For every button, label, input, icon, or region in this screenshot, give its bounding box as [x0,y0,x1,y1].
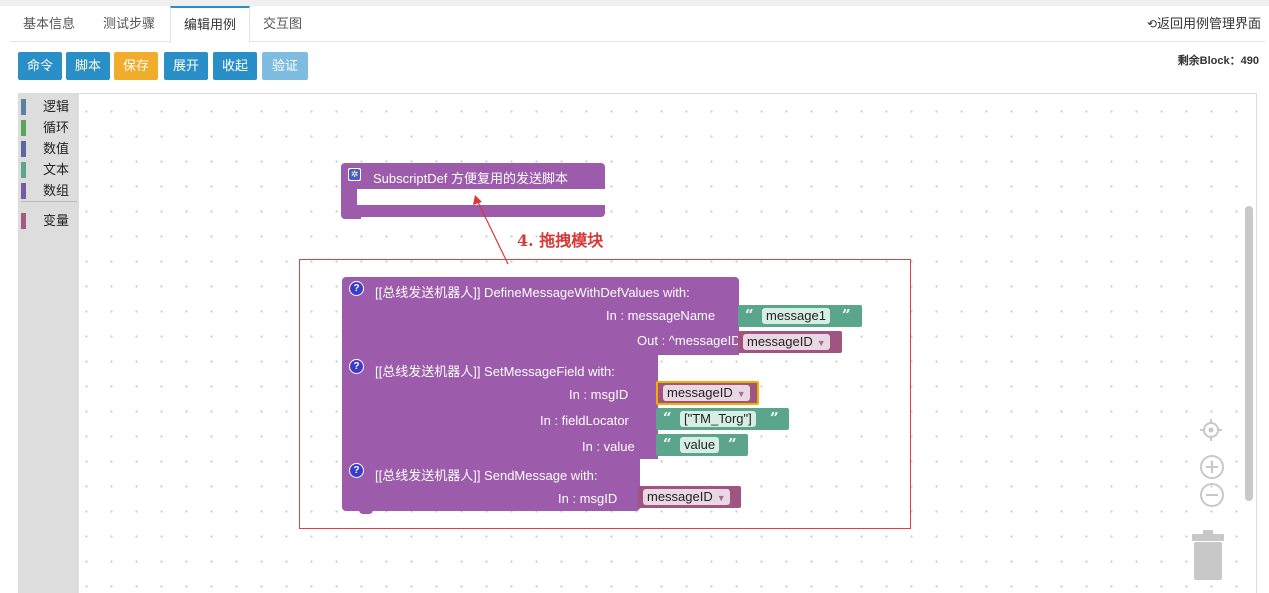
top-strip [0,0,1269,6]
string-input-block[interactable]: “ message1 ” [738,305,862,327]
zoom-in-icon[interactable] [1199,454,1225,480]
open-quote: “ [745,306,754,324]
close-quote: ” [842,306,851,324]
variable-dropdown[interactable]: messageID▼ [743,334,830,350]
tab-bar: 基本信息 测试步骤 编辑用例 交互图 [10,6,1265,43]
param-label: In : value [582,439,635,454]
category-loops[interactable]: 循环 [19,118,79,138]
variable-block-selected[interactable]: messageID▼ [656,381,759,405]
string-value[interactable]: message1 [762,308,830,324]
category-label: 文本 [43,162,70,177]
chevron-down-icon: ▼ [816,338,826,348]
subscript-slot-notch [357,190,369,204]
param-label: In : msgID [569,387,629,402]
define-message-block[interactable]: ? [[总线发送机器人]] DefineMessageWithDefValues… [342,277,741,355]
toolbox-separator [21,201,77,202]
collapse-button[interactable]: 收起 [213,52,257,80]
back-icon: ⟲ [1146,17,1157,31]
send-message-block[interactable]: ? [[总线发送机器人]] SendMessage with: In : msg… [342,459,640,511]
help-icon[interactable]: ? [349,463,364,478]
expand-button[interactable]: 展开 [164,52,208,80]
block-title: [[总线发送机器人]] DefineMessageWithDefValues w… [375,285,690,300]
block-next-tab [359,509,373,514]
category-math[interactable]: 数值 [19,139,79,159]
tab-interaction-diagram[interactable]: 交互图 [263,16,303,31]
variable-dropdown[interactable]: messageID▼ [663,385,750,401]
string-input-block[interactable]: “ value ” [656,434,748,456]
variable-block[interactable]: messageID▼ [738,331,842,353]
tab-test-steps[interactable]: 测试步骤 [103,16,156,31]
close-quote: ” [728,435,737,453]
variable-block[interactable]: messageID▼ [638,486,741,508]
param-label: In : messageName [606,308,716,323]
open-quote: “ [663,435,672,453]
save-button[interactable]: 保存 [114,52,158,80]
category-lists[interactable]: 数组 [19,181,79,201]
tab-edit-case[interactable]: 编辑用例 [170,6,251,43]
variable-name: messageID [647,489,713,504]
annotation-arrow [473,195,509,265]
trash-icon[interactable] [1191,530,1225,580]
block-title: [[总线发送机器人]] SetMessageField with: [375,364,615,379]
category-color-bar [21,99,26,115]
close-quote: ” [770,409,779,427]
category-logic[interactable]: 逻辑 [19,97,79,117]
category-label: 数组 [43,183,70,198]
vertical-scrollbar[interactable] [1245,206,1253,501]
subscript-block-arm [341,189,357,205]
param-label: In : fieldLocator [540,413,629,428]
category-color-bar [21,162,26,178]
command-button[interactable]: 命令 [18,52,62,80]
open-quote: “ [663,409,672,427]
category-label: 数值 [43,141,70,156]
variable-dropdown[interactable]: messageID▼ [643,489,730,505]
back-to-case-management-link[interactable]: ⟲返回用例管理界面 [1147,6,1261,42]
subscript-block-bottom [357,205,605,217]
tab-basic-info[interactable]: 基本信息 [23,16,76,31]
string-value[interactable]: value [680,437,720,453]
annotation-highlight-box [299,259,911,529]
subscript-def-label: SubscriptDef 方便复用的发送脚本 [373,171,569,186]
subscript-block-slot [357,189,605,205]
category-variables[interactable]: 变量 [19,211,79,231]
param-label: Out : ^messageID [637,333,741,348]
category-color-bar [21,141,26,157]
blocks-remaining: 剩余Block：490 [1177,55,1259,67]
verify-button[interactable]: 验证 [262,52,308,80]
center-icon[interactable] [1199,418,1223,442]
block-title: [[总线发送机器人]] SendMessage with: [375,468,598,483]
string-input-block[interactable]: “ ["TM_Torg"] ” [656,408,789,430]
help-icon[interactable]: ? [349,281,364,296]
back-link-label: 返回用例管理界面 [1156,16,1261,31]
help-icon[interactable]: ? [349,359,364,374]
category-color-bar [21,120,26,136]
variable-name: messageID [747,334,813,349]
toolbox: 逻辑 循环 数值 文本 数组 变量 [19,94,79,593]
variable-name: messageID [667,385,733,400]
chevron-down-icon: ▼ [716,493,726,503]
drag-block-annotation: 4. 拖拽模块 [517,231,604,250]
subscript-def-block[interactable]: ✲ SubscriptDef 方便复用的发送脚本 [341,163,605,189]
zoom-out-icon[interactable] [1199,482,1225,508]
param-label: In : msgID [558,491,618,506]
category-text[interactable]: 文本 [19,160,79,180]
chevron-down-icon: ▼ [736,389,746,399]
subscript-block-corner [341,205,361,219]
category-label: 变量 [43,213,70,228]
category-color-bar [21,213,26,229]
set-message-field-block[interactable]: ? [[总线发送机器人]] SetMessageField with: In :… [342,355,658,459]
script-button[interactable]: 脚本 [66,52,110,80]
gear-icon: ✲ [348,168,361,181]
category-color-bar [21,183,26,199]
blockly-workspace[interactable]: 逻辑 循环 数值 文本 数组 变量 ✲ SubscriptDef 方便复用的发送… [18,93,1257,593]
category-label: 循环 [43,120,70,135]
category-label: 逻辑 [43,99,70,114]
string-value[interactable]: ["TM_Torg"] [680,411,756,427]
